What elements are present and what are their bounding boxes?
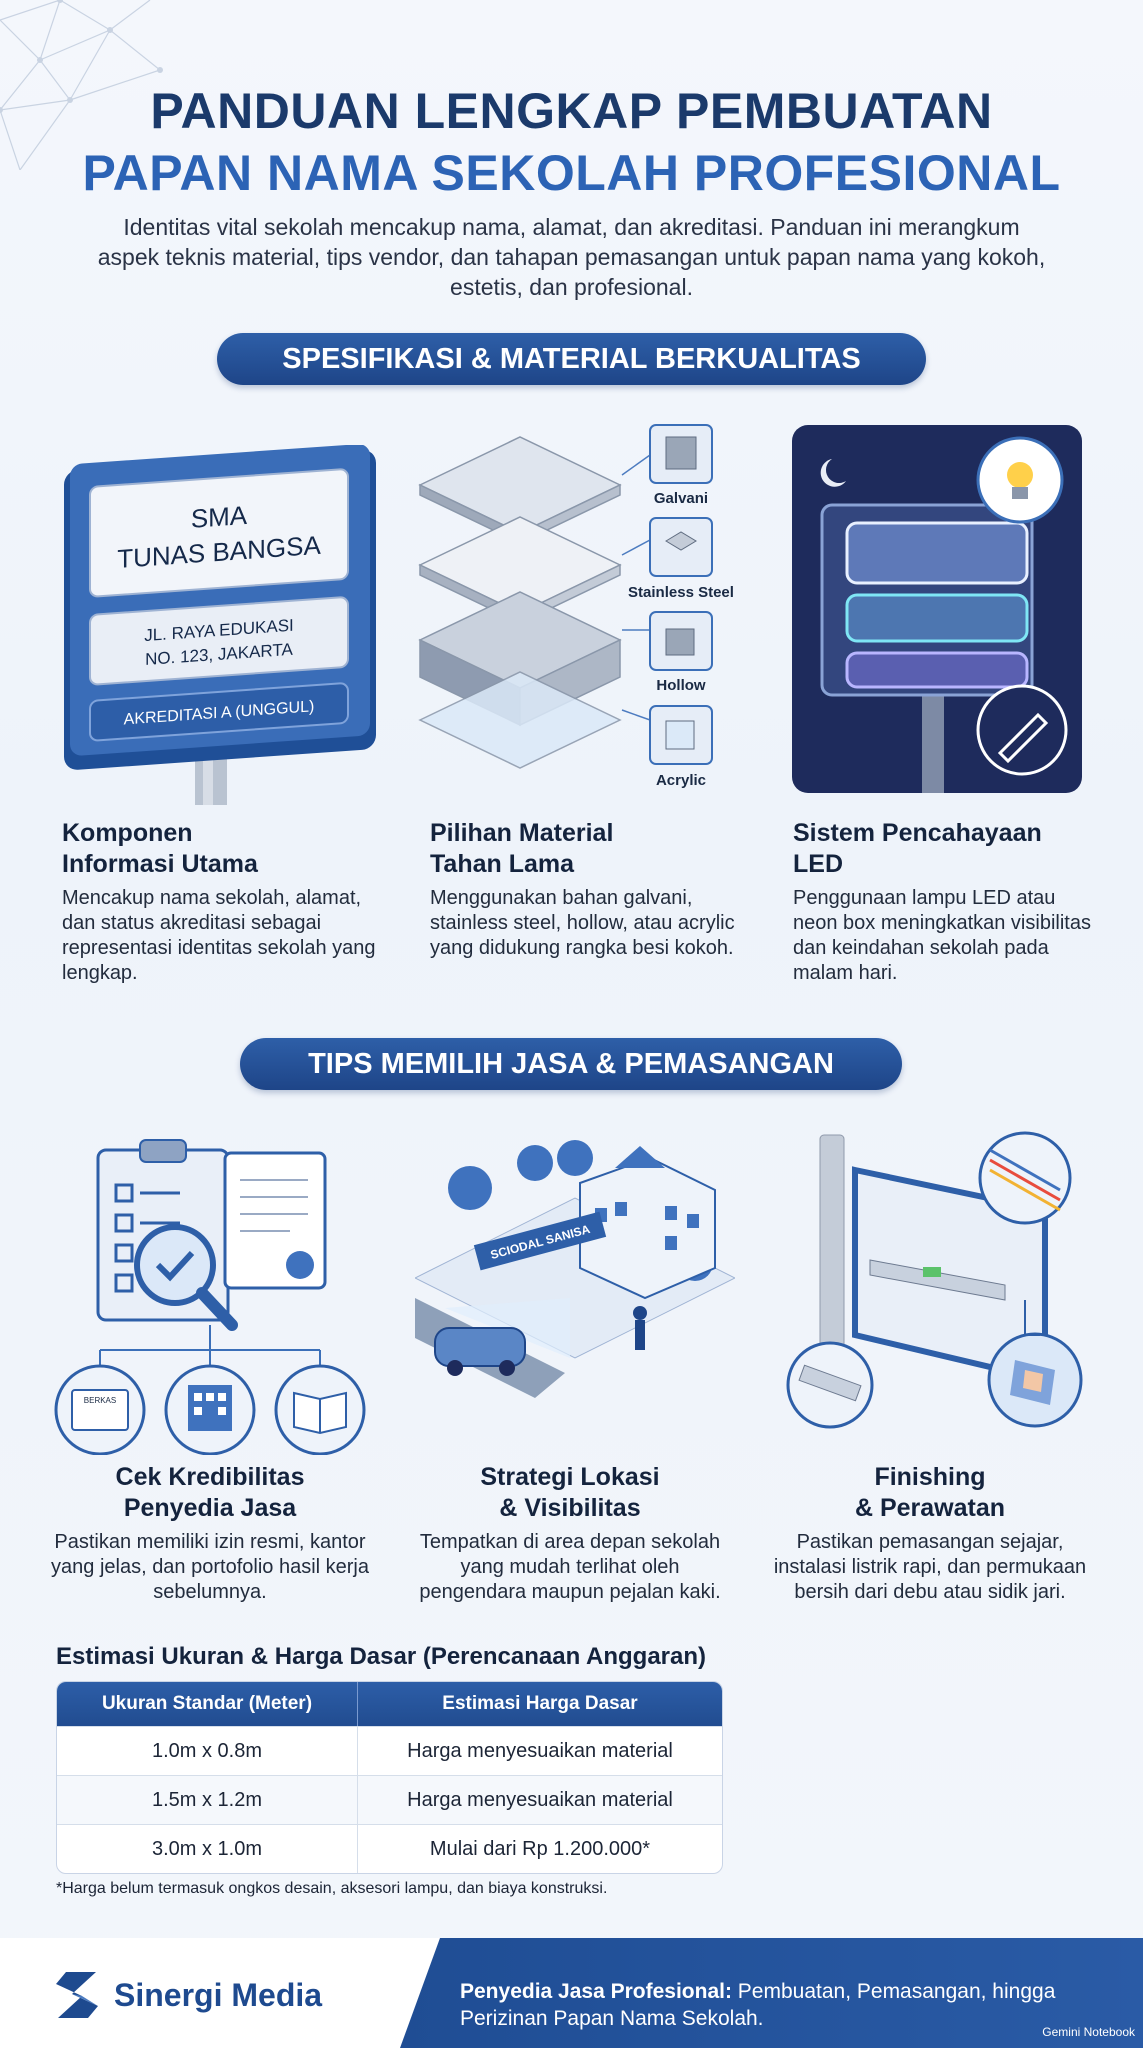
page-title: PANDUAN LENGKAP PEMBUATAN PAPAN NAMA SEK… bbox=[0, 80, 1143, 204]
material-layers-illustration: Galvani Stainless Steel Hollow Acrylic bbox=[418, 424, 734, 789]
table-row: 1.0m x 0.8m Harga menyesuaikan material bbox=[57, 1726, 722, 1775]
header-price: Estimasi Harga Dasar bbox=[357, 1682, 722, 1726]
price-footnote: *Harga belum termasuk ongkos desain, aks… bbox=[56, 1880, 608, 1897]
watermark: Gemini Notebook bbox=[1042, 2025, 1135, 2039]
cell-size: 1.5m x 1.2m bbox=[57, 1775, 357, 1824]
location-illustration: SCIODAL SANISA bbox=[415, 1140, 735, 1398]
footer-label: Penyedia Jasa Profesional: bbox=[460, 1980, 732, 2003]
sign-school-name-1: SMA bbox=[191, 500, 248, 534]
card-lighting-text: Penggunaan lampu LED atau neon box menin… bbox=[793, 887, 1091, 984]
title-line-2: PAPAN NAMA SEKOLAH PROFESIONAL bbox=[82, 145, 1061, 201]
credibility-illustration: BERKAS bbox=[54, 1139, 366, 1455]
footer-tagline: Penyedia Jasa Profesional: Pembuatan, Pe… bbox=[460, 1978, 1100, 2032]
card-finishing-title-2: & Perawatan bbox=[854, 1494, 1006, 1522]
table-row: 1.5m x 1.2m Harga menyesuaikan material bbox=[57, 1775, 722, 1824]
card-components-title-2: Informasi Utama bbox=[62, 850, 258, 878]
footer-blue-area bbox=[400, 1938, 1143, 2048]
cell-size: 1.0m x 0.8m bbox=[57, 1726, 357, 1775]
school-sign-illustration: SMA TUNAS BANGSA JL. RAYA EDUKASI NO. 12… bbox=[64, 445, 376, 805]
card-lighting-title-2: LED bbox=[793, 850, 843, 878]
card-credibility-title-1: Cek Kredibilitas bbox=[115, 1463, 305, 1491]
card-materials-title: Pilihan Material Tahan Lama bbox=[430, 818, 613, 880]
cell-price: Harga menyesuaikan material bbox=[357, 1775, 722, 1824]
car-icon bbox=[434, 1327, 526, 1367]
material-label-stainless: Stainless Steel bbox=[628, 584, 734, 601]
card-credibility-text: Pastikan memiliki izin resmi, kantor yan… bbox=[51, 1531, 369, 1603]
card-lighting-title-1: Sistem Pencahayaan bbox=[793, 819, 1042, 847]
pedestrian-icon bbox=[633, 1306, 647, 1320]
card-components-title-1: Komponen bbox=[62, 819, 193, 847]
card-location-title-1: Strategi Lokasi bbox=[480, 1463, 660, 1491]
material-label-acrylic: Acrylic bbox=[656, 772, 706, 789]
header-size: Ukuran Standar (Meter) bbox=[57, 1682, 357, 1726]
cell-price: Harga menyesuaikan material bbox=[357, 1726, 722, 1775]
section-heading-specs: SPESIFIKASI & MATERIAL BERKUALITAS bbox=[217, 333, 926, 385]
estimate-table: Ukuran Standar (Meter) Estimasi Harga Da… bbox=[56, 1681, 723, 1874]
card-finishing-text: Pastikan pemasangan sejajar, instalasi l… bbox=[773, 1531, 1087, 1603]
table-row: 3.0m x 1.0m Mulai dari Rp 1.200.000* bbox=[57, 1824, 722, 1873]
cell-price: Mulai dari Rp 1.200.000* bbox=[357, 1824, 722, 1873]
card-location-title-2: & Visibilitas bbox=[499, 1494, 641, 1522]
card-lighting-title: Sistem Pencahayaan LED bbox=[793, 818, 1042, 880]
table-header-row: Ukuran Standar (Meter) Estimasi Harga Da… bbox=[57, 1682, 722, 1726]
moon-icon bbox=[820, 459, 846, 487]
card-materials-text: Menggunakan bahan galvani, stainless ste… bbox=[430, 887, 735, 959]
estimate-title: Estimasi Ukuran & Harga Dasar (Perencana… bbox=[56, 1643, 707, 1670]
sinergi-logo-icon bbox=[56, 1972, 98, 2018]
spirit-level-icon bbox=[869, 1259, 1006, 1301]
card-finishing-title: Finishing & Perawatan bbox=[760, 1462, 1100, 1524]
material-label-hollow: Hollow bbox=[656, 677, 705, 694]
footer-description: Pembuatan, Pemasangan, hingga Perizinan … bbox=[460, 1980, 1056, 2030]
finishing-illustration bbox=[786, 1131, 1083, 1429]
footer-band bbox=[0, 1938, 1143, 2048]
material-label-galvani: Galvani bbox=[654, 490, 708, 507]
card-credibility-title: Cek Kredibilitas Penyedia Jasa bbox=[50, 1462, 370, 1524]
card-credibility-title-2: Penyedia Jasa bbox=[123, 1494, 297, 1522]
title-line-1: PANDUAN LENGKAP PEMBUATAN bbox=[150, 83, 993, 139]
section-heading-tips: TIPS MEMILIH JASA & PEMASANGAN bbox=[240, 1038, 902, 1090]
network-decoration bbox=[0, 0, 163, 170]
brand-name: Sinergi Media bbox=[114, 1976, 323, 2013]
card-materials-title-1: Pilihan Material bbox=[430, 819, 614, 847]
led-sign-illustration bbox=[792, 425, 1082, 793]
card-materials-title-2: Tahan Lama bbox=[430, 850, 575, 878]
cell-size: 3.0m x 1.0m bbox=[57, 1824, 357, 1873]
intro-text: Identitas vital sekolah mencakup nama, a… bbox=[97, 214, 1046, 300]
card-components-title: Komponen Informasi Utama bbox=[62, 818, 258, 880]
card-location-text: Tempatkan di area depan sekolah yang mud… bbox=[419, 1531, 721, 1603]
magnifier-icon bbox=[134, 1224, 216, 1306]
card-finishing-title-1: Finishing bbox=[874, 1463, 986, 1491]
cert-label: BERKAS bbox=[84, 1396, 116, 1405]
card-components-text: Mencakup nama sekolah, alamat, dan statu… bbox=[62, 887, 376, 984]
brand-logo: Sinergi Media bbox=[52, 1965, 322, 2025]
card-location-title: Strategi Lokasi & Visibilitas bbox=[405, 1462, 735, 1524]
